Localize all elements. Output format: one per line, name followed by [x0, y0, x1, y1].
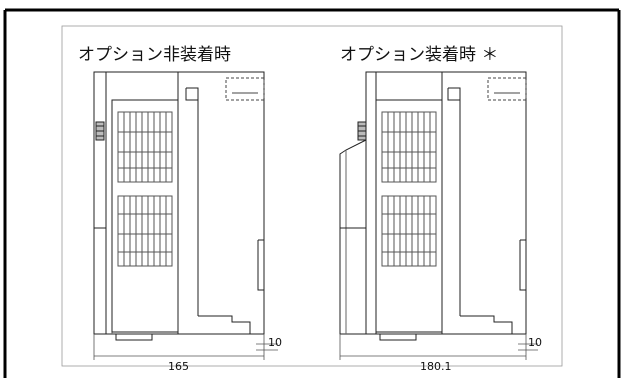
left-vent-lower [117, 195, 173, 267]
right-dim-width: 180.1 [420, 360, 452, 373]
left-base-foot [115, 334, 153, 341]
left-vent-upper [117, 111, 173, 183]
caption-without-option: オプション非装着時 [78, 45, 231, 65]
right-base-foot [379, 334, 417, 341]
right-vent-upper [381, 111, 437, 183]
right-vent-lower [381, 195, 437, 267]
right-bottom-bracket [460, 315, 513, 334]
caption-with-option: オプション装着時 ＊ [340, 45, 499, 65]
left-bottom-bracket [198, 315, 251, 334]
left-right-tab [257, 239, 265, 291]
left-drawing [93, 71, 278, 360]
right-option-unit [339, 139, 367, 335]
right-body-outline [365, 71, 527, 335]
left-dim-small: 10 [268, 336, 282, 349]
right-dim-small: 10 [528, 336, 542, 349]
right-right-tab [519, 239, 527, 291]
right-drawing [339, 71, 538, 360]
left-dim-width: 165 [168, 360, 189, 373]
